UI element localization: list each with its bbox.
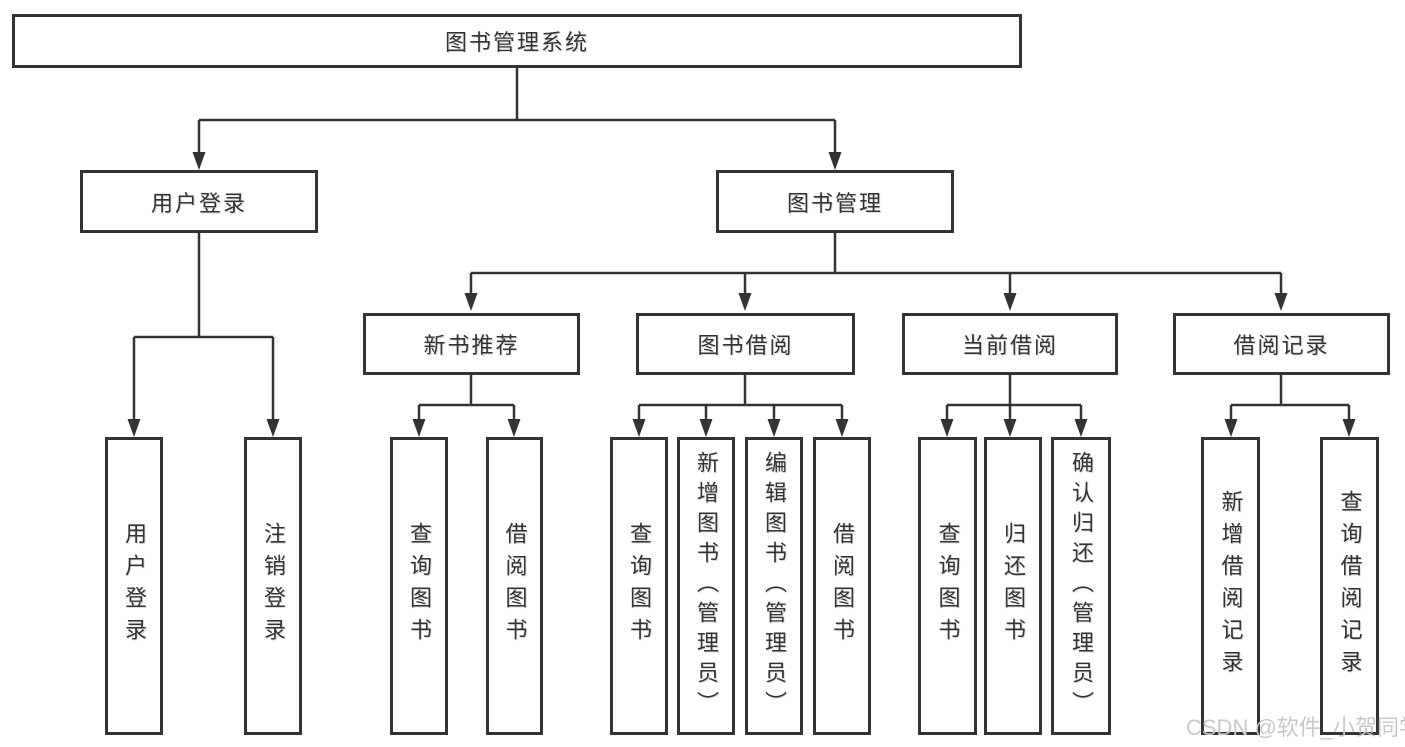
leaf-records-add-record: 新增借阅记录 bbox=[1201, 437, 1260, 735]
leaf-user-login: 用户登录 bbox=[105, 437, 163, 735]
arrowhead-down-icon bbox=[699, 419, 713, 437]
arrowhead-down-icon bbox=[828, 152, 842, 170]
node-label: 用户登录 bbox=[150, 190, 247, 216]
node-book-borrowing: 图书借阅 bbox=[636, 313, 855, 375]
leaf-current-confirm-return-admin: 确认归还（管理员） bbox=[1051, 437, 1111, 735]
arrowhead-down-icon bbox=[412, 419, 426, 437]
node-label: 归还图书 bbox=[1001, 522, 1026, 650]
node-label: 图书管理系统 bbox=[444, 30, 589, 55]
node-label: 图书管理 bbox=[786, 190, 883, 216]
arrowhead-down-icon bbox=[1003, 419, 1017, 437]
node-label: 图书借阅 bbox=[697, 333, 794, 358]
node-root-system: 图书管理系统 bbox=[12, 14, 1022, 68]
node-label: 当前借阅 bbox=[961, 333, 1058, 358]
node-book-management-branch: 图书管理 bbox=[716, 170, 954, 233]
node-borrowing-records: 借阅记录 bbox=[1173, 313, 1390, 375]
leaf-records-query-record: 查询借阅记录 bbox=[1320, 437, 1379, 735]
leaf-borrowing-borrow-books: 借阅图书 bbox=[813, 437, 871, 735]
arrowhead-down-icon bbox=[1003, 293, 1017, 311]
arrowhead-down-icon bbox=[1274, 293, 1288, 311]
leaf-borrowing-add-books-admin: 新增图书（管理员） bbox=[677, 437, 735, 735]
arrowhead-down-icon bbox=[1342, 419, 1356, 437]
node-label: 查询借阅记录 bbox=[1337, 490, 1363, 682]
node-label: 借阅记录 bbox=[1233, 333, 1330, 358]
arrowhead-down-icon bbox=[835, 419, 849, 437]
node-label: 查询图书 bbox=[627, 522, 652, 650]
node-label: 查询图书 bbox=[935, 522, 961, 650]
leaf-logout: 注销登录 bbox=[244, 437, 302, 735]
leaf-current-query-books: 查询图书 bbox=[918, 437, 977, 735]
arrowhead-down-icon bbox=[940, 419, 954, 437]
arrowhead-down-icon bbox=[1224, 419, 1238, 437]
node-label: 用户登录 bbox=[122, 522, 147, 650]
node-label: 注销登录 bbox=[261, 522, 286, 650]
node-label: 新增图书（管理员） bbox=[694, 451, 719, 721]
leaf-borrowing-query-books: 查询图书 bbox=[610, 437, 668, 735]
node-label: 借阅图书 bbox=[502, 522, 528, 650]
arrowhead-down-icon bbox=[192, 152, 206, 170]
arrowhead-down-icon bbox=[632, 419, 646, 437]
node-current-borrowing: 当前借阅 bbox=[902, 313, 1118, 375]
arrowhead-down-icon bbox=[464, 293, 478, 311]
watermark: CSDN @软件_小贺同学 bbox=[1186, 715, 1405, 740]
node-label: 新书推荐 bbox=[423, 333, 520, 358]
node-label: 查询图书 bbox=[407, 522, 432, 650]
node-label: 借阅图书 bbox=[830, 522, 855, 650]
node-new-book-recommend: 新书推荐 bbox=[363, 313, 580, 375]
arrowhead-down-icon bbox=[738, 293, 752, 311]
arrowhead-down-icon bbox=[507, 419, 521, 437]
arrowhead-down-icon bbox=[127, 419, 141, 437]
node-label: 编辑图书（管理员） bbox=[762, 451, 787, 721]
node-label: 新增借阅记录 bbox=[1218, 490, 1244, 682]
leaf-newbook-query-books: 查询图书 bbox=[390, 437, 448, 735]
node-user-login-branch: 用户登录 bbox=[80, 170, 318, 233]
leaf-newbook-borrow-books: 借阅图书 bbox=[486, 437, 543, 735]
arrowhead-down-icon bbox=[1074, 419, 1088, 437]
leaf-borrowing-edit-books-admin: 编辑图书（管理员） bbox=[745, 437, 803, 735]
leaf-current-return-books: 归还图书 bbox=[984, 437, 1042, 735]
arrowhead-down-icon bbox=[767, 419, 781, 437]
arrowhead-down-icon bbox=[266, 419, 280, 437]
node-label: 确认归还（管理员） bbox=[1069, 451, 1094, 721]
